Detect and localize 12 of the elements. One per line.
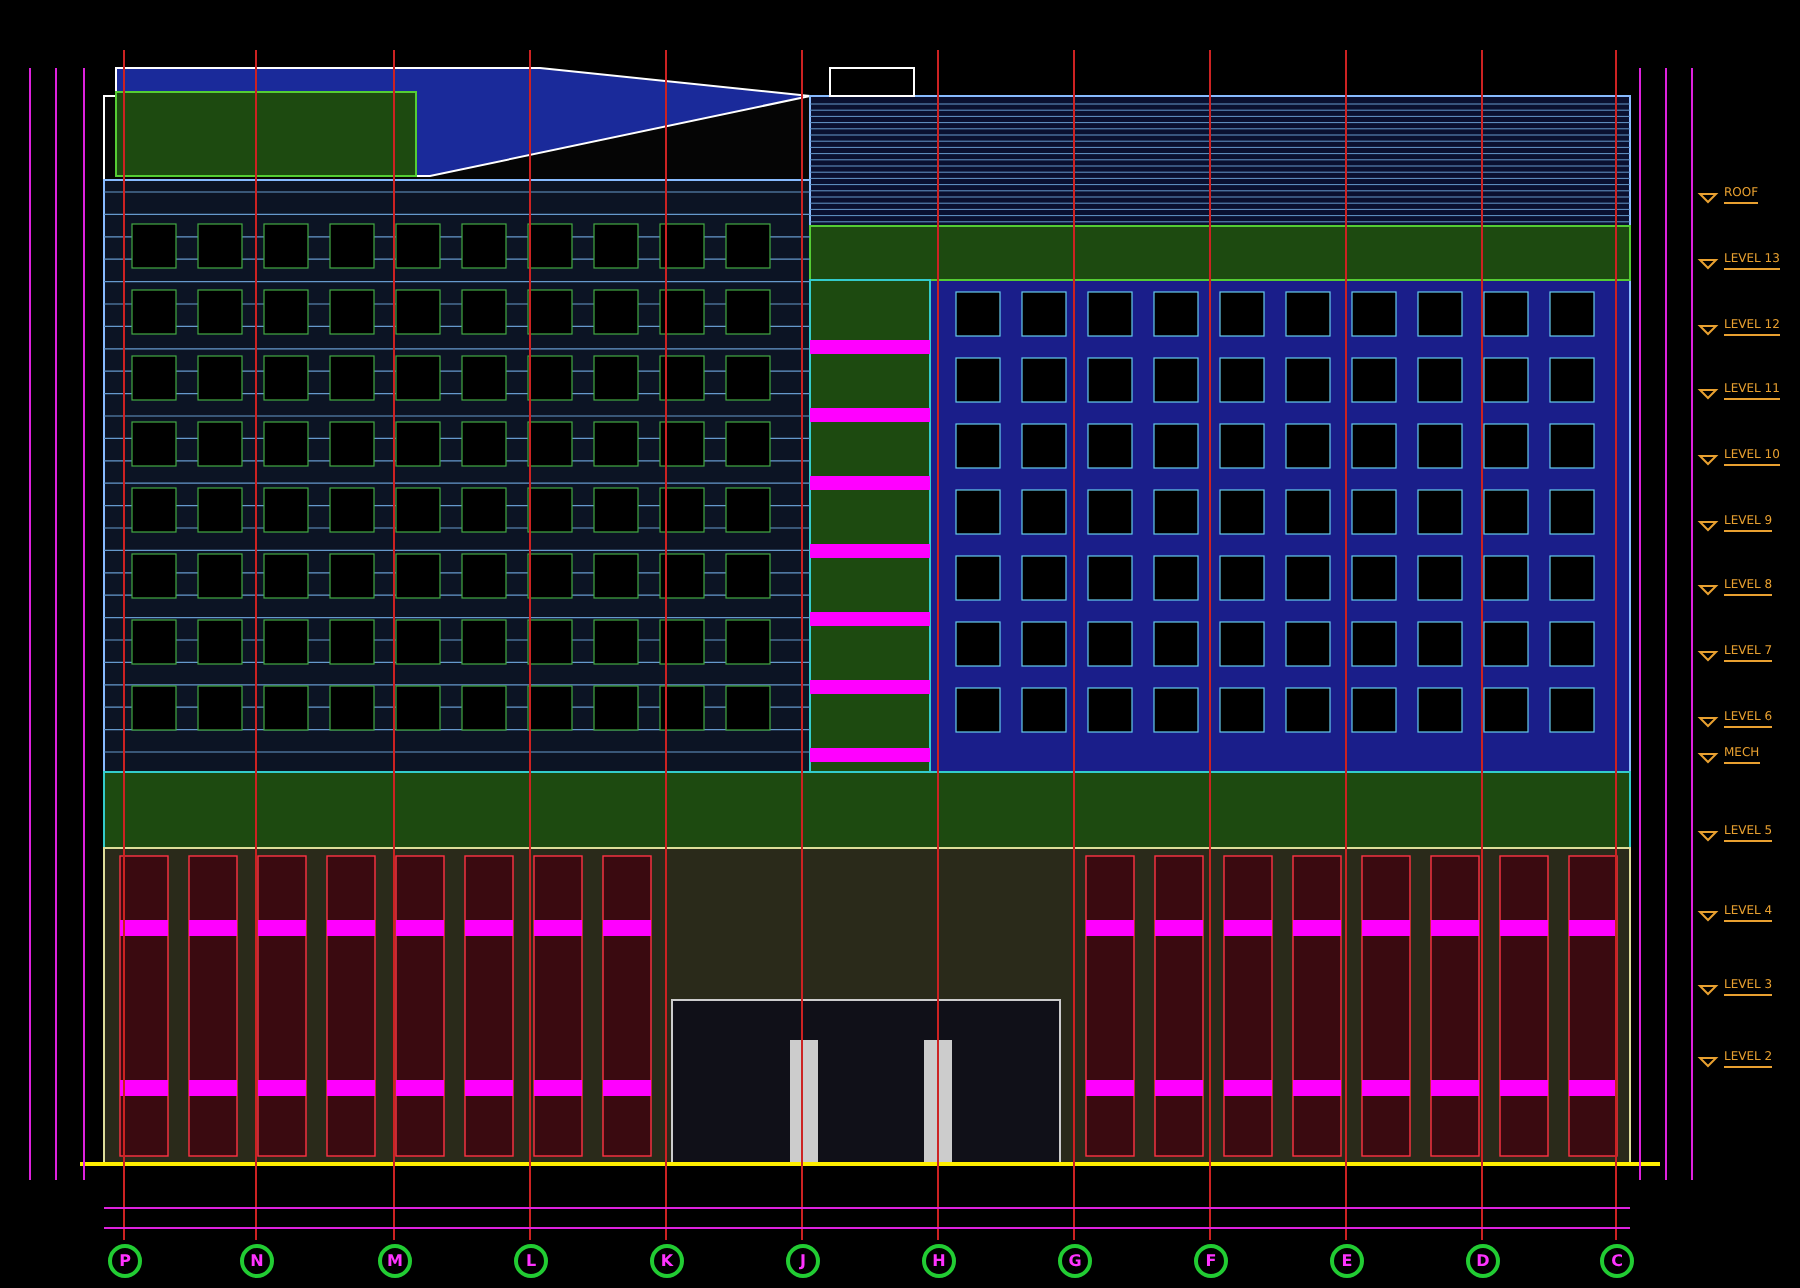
- grid-axis-label: G: [1058, 1244, 1092, 1278]
- grid-axis-label: H: [922, 1244, 956, 1278]
- grid-axis-label: K: [650, 1244, 684, 1278]
- grid-axis-label: D: [1466, 1244, 1500, 1278]
- grid-axis-label: F: [1194, 1244, 1228, 1278]
- grid-axis-label: M: [378, 1244, 412, 1278]
- grid-axis-label: L: [514, 1244, 548, 1278]
- grid-axis-label: N: [240, 1244, 274, 1278]
- grid-axis-label: E: [1330, 1244, 1364, 1278]
- grid-axis-label: C: [1600, 1244, 1634, 1278]
- grid-axis-label: J: [786, 1244, 820, 1278]
- grid-axis-label: P: [108, 1244, 142, 1278]
